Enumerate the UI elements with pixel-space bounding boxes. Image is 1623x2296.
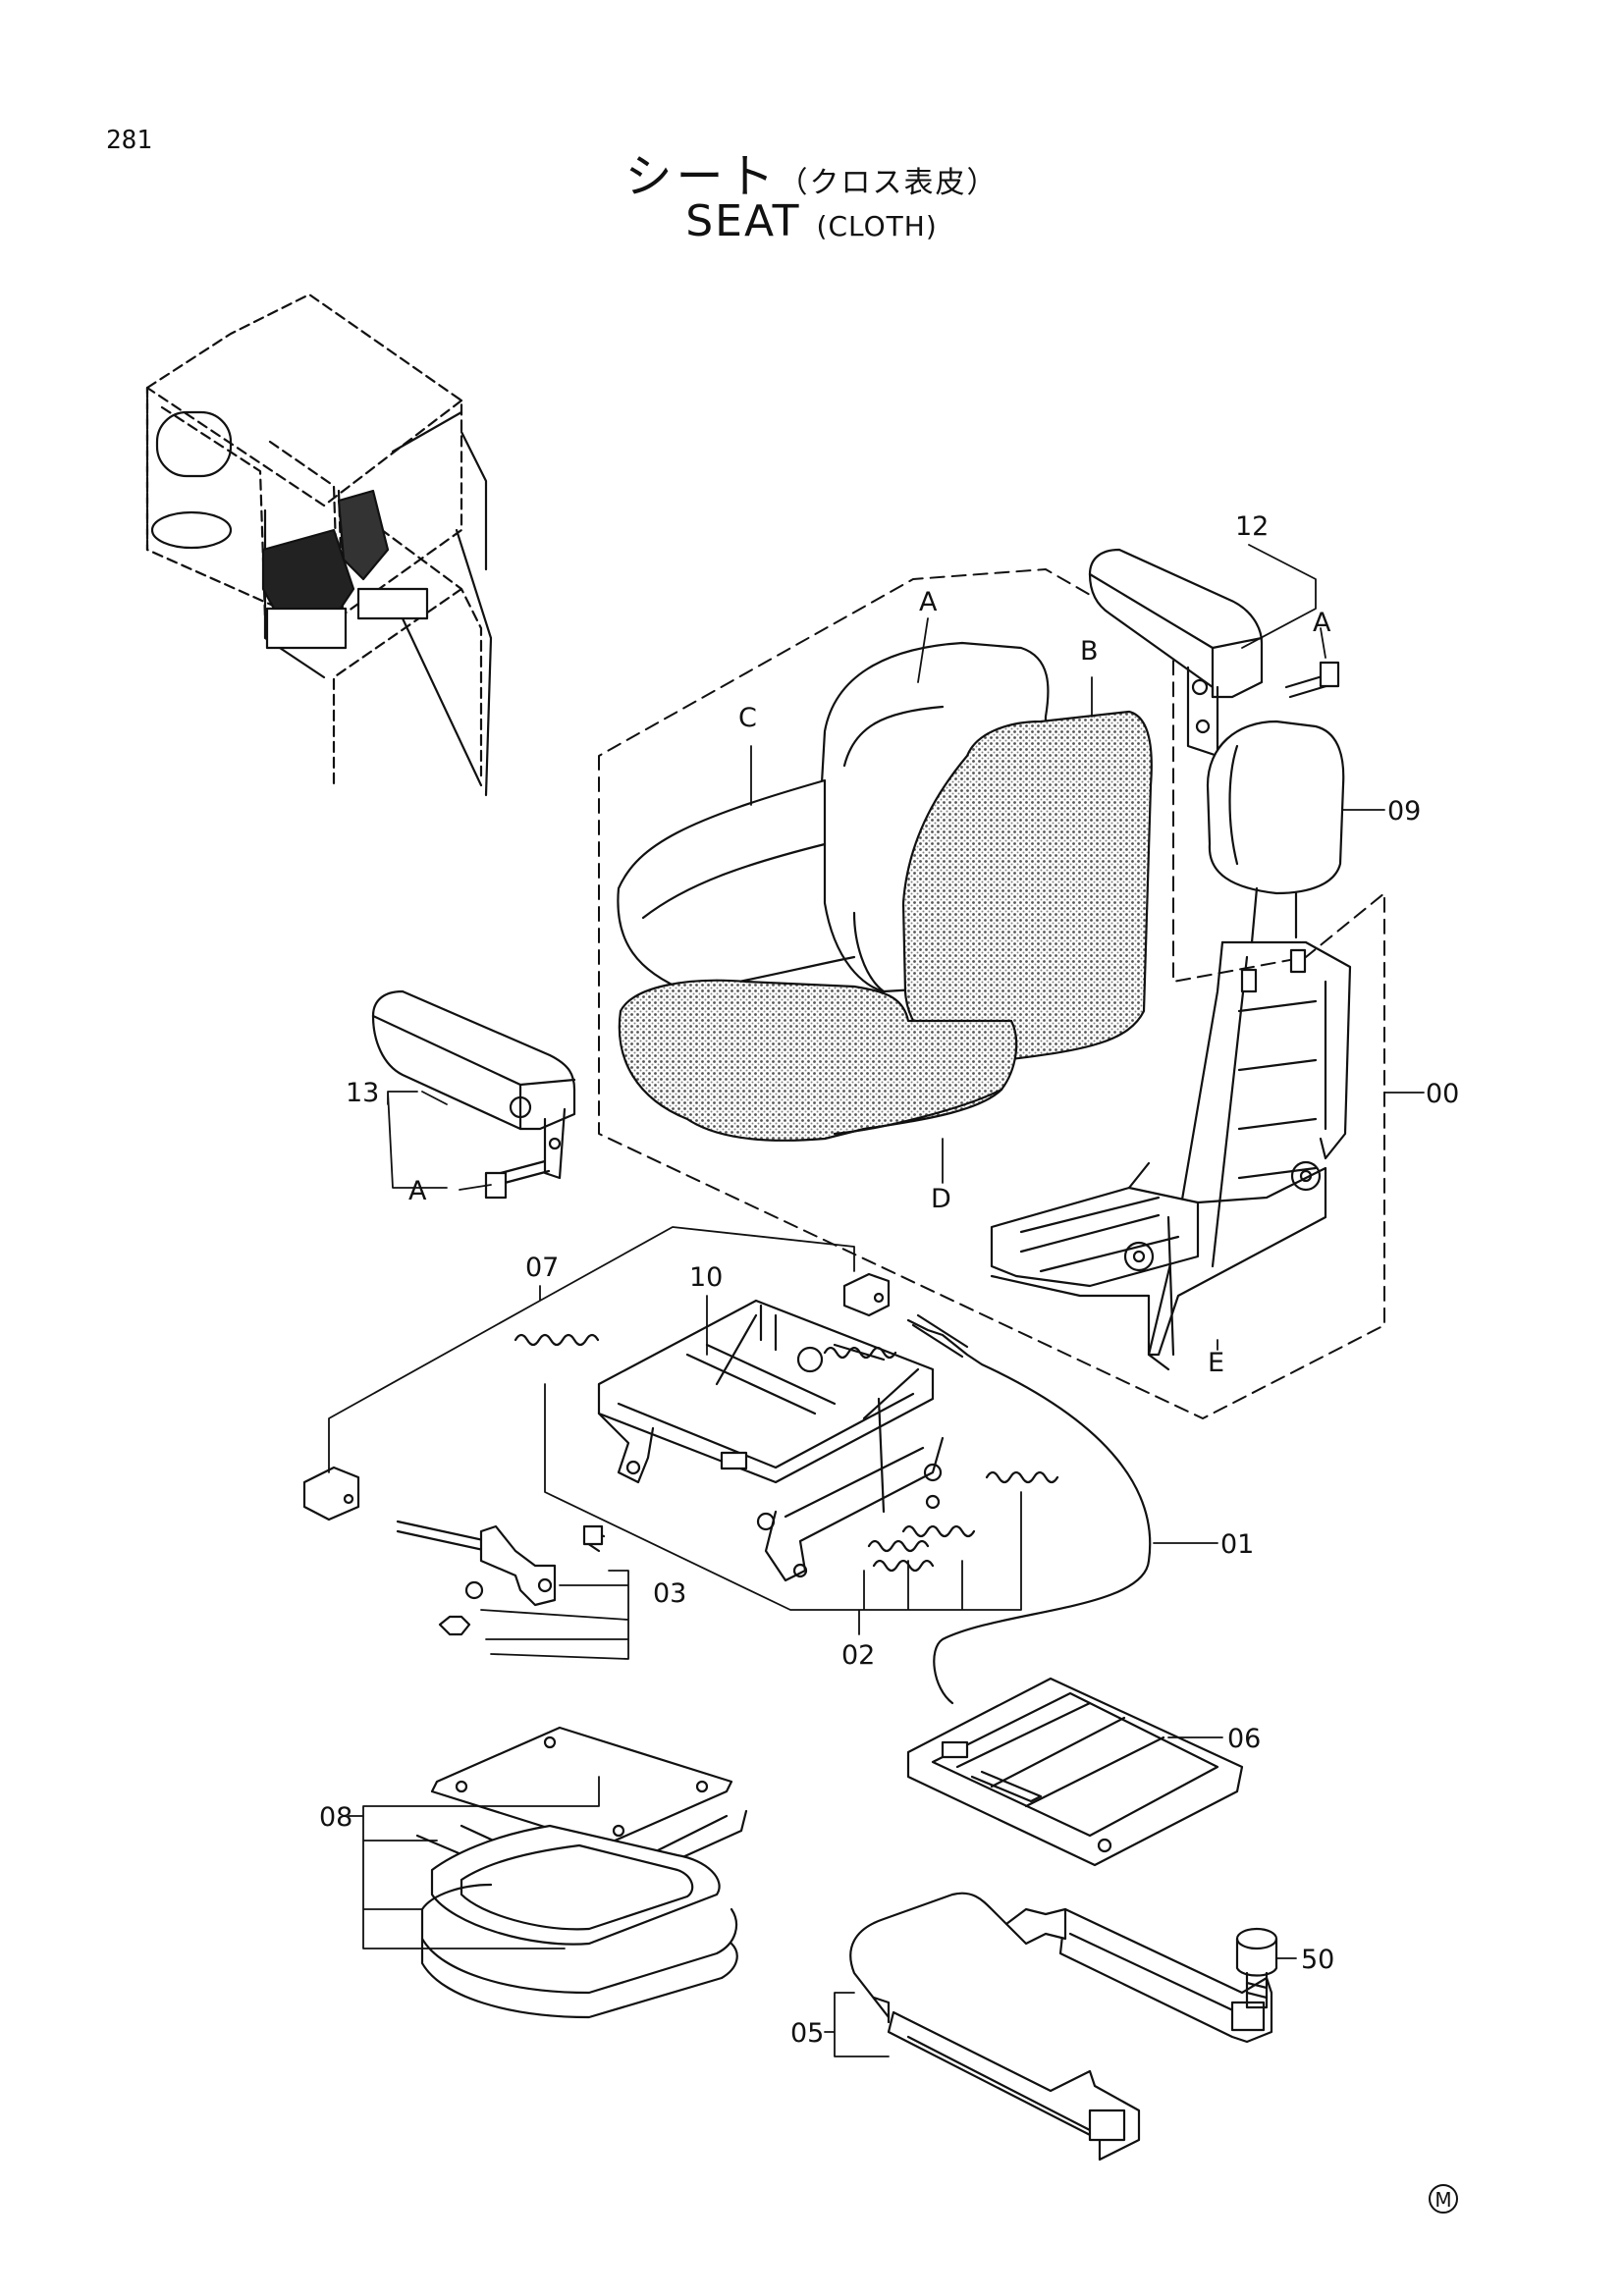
- springs-02: [514, 1333, 1059, 1573]
- label-A-seat-back: A: [919, 587, 938, 617]
- label-07: 07: [525, 1253, 559, 1283]
- label-12: 12: [1235, 511, 1269, 542]
- label-A-right-bolt: A: [1313, 608, 1331, 638]
- cap-07-right: [842, 1272, 891, 1317]
- label-A-left-bolt: A: [408, 1176, 427, 1206]
- cable-01: [906, 1318, 1152, 1705]
- label-13: 13: [346, 1078, 379, 1108]
- label-02: 02: [841, 1640, 875, 1671]
- label-08: 08: [319, 1802, 352, 1833]
- title-japanese: シート（クロス表皮）: [0, 137, 1623, 206]
- label-10: 10: [689, 1262, 723, 1293]
- mount-kit-08: [415, 1726, 748, 2019]
- title-en-sub: (CLOTH): [816, 210, 938, 242]
- label-C-cushion: C: [738, 703, 757, 733]
- leader-lines: [328, 544, 1425, 2057]
- suspension-10: [597, 1299, 945, 1582]
- label-09: 09: [1387, 796, 1421, 827]
- armrest-12: [1088, 548, 1340, 758]
- seat-frame-00: [990, 940, 1352, 1371]
- bolt-50: [1235, 1927, 1278, 2009]
- label-06: 06: [1227, 1724, 1261, 1754]
- label-50: 50: [1301, 1945, 1334, 1975]
- title-english: SEAT (CLOTH): [0, 196, 1623, 246]
- seat-cushion-C: [617, 778, 886, 1033]
- headrest-09: [1206, 720, 1345, 944]
- armrest-13: [371, 989, 576, 1200]
- label-D-cushion-cover: D: [931, 1184, 951, 1214]
- label-05: 05: [790, 2018, 824, 2049]
- title-en-main: SEAT: [685, 196, 801, 246]
- back-cover-B: [901, 710, 1153, 1062]
- bracket-03: [396, 1520, 606, 1636]
- label-00: 00: [1426, 1079, 1459, 1109]
- part-labels: A B C D E A A 12 09 00 13 07 10 01 03 02…: [319, 511, 1459, 2049]
- label-01: 01: [1220, 1529, 1254, 1560]
- page-number: 281: [106, 126, 152, 155]
- label-03: 03: [653, 1578, 686, 1609]
- label-E-frame: E: [1208, 1348, 1224, 1378]
- cushion-cover-D: [618, 979, 1018, 1142]
- title-jp-main: シート: [624, 149, 779, 204]
- label-B-back-cover: B: [1080, 636, 1099, 667]
- title-jp-sub: （クロス表皮）: [778, 166, 999, 200]
- slide-rails-05: [849, 1892, 1273, 2162]
- rail-base-06: [906, 1677, 1244, 1867]
- cab-inset-illustration: [145, 293, 493, 797]
- mark-letter: M: [1434, 2188, 1451, 2212]
- cap-07-left: [302, 1466, 360, 1522]
- circled-m-mark: M: [1429, 2184, 1458, 2214]
